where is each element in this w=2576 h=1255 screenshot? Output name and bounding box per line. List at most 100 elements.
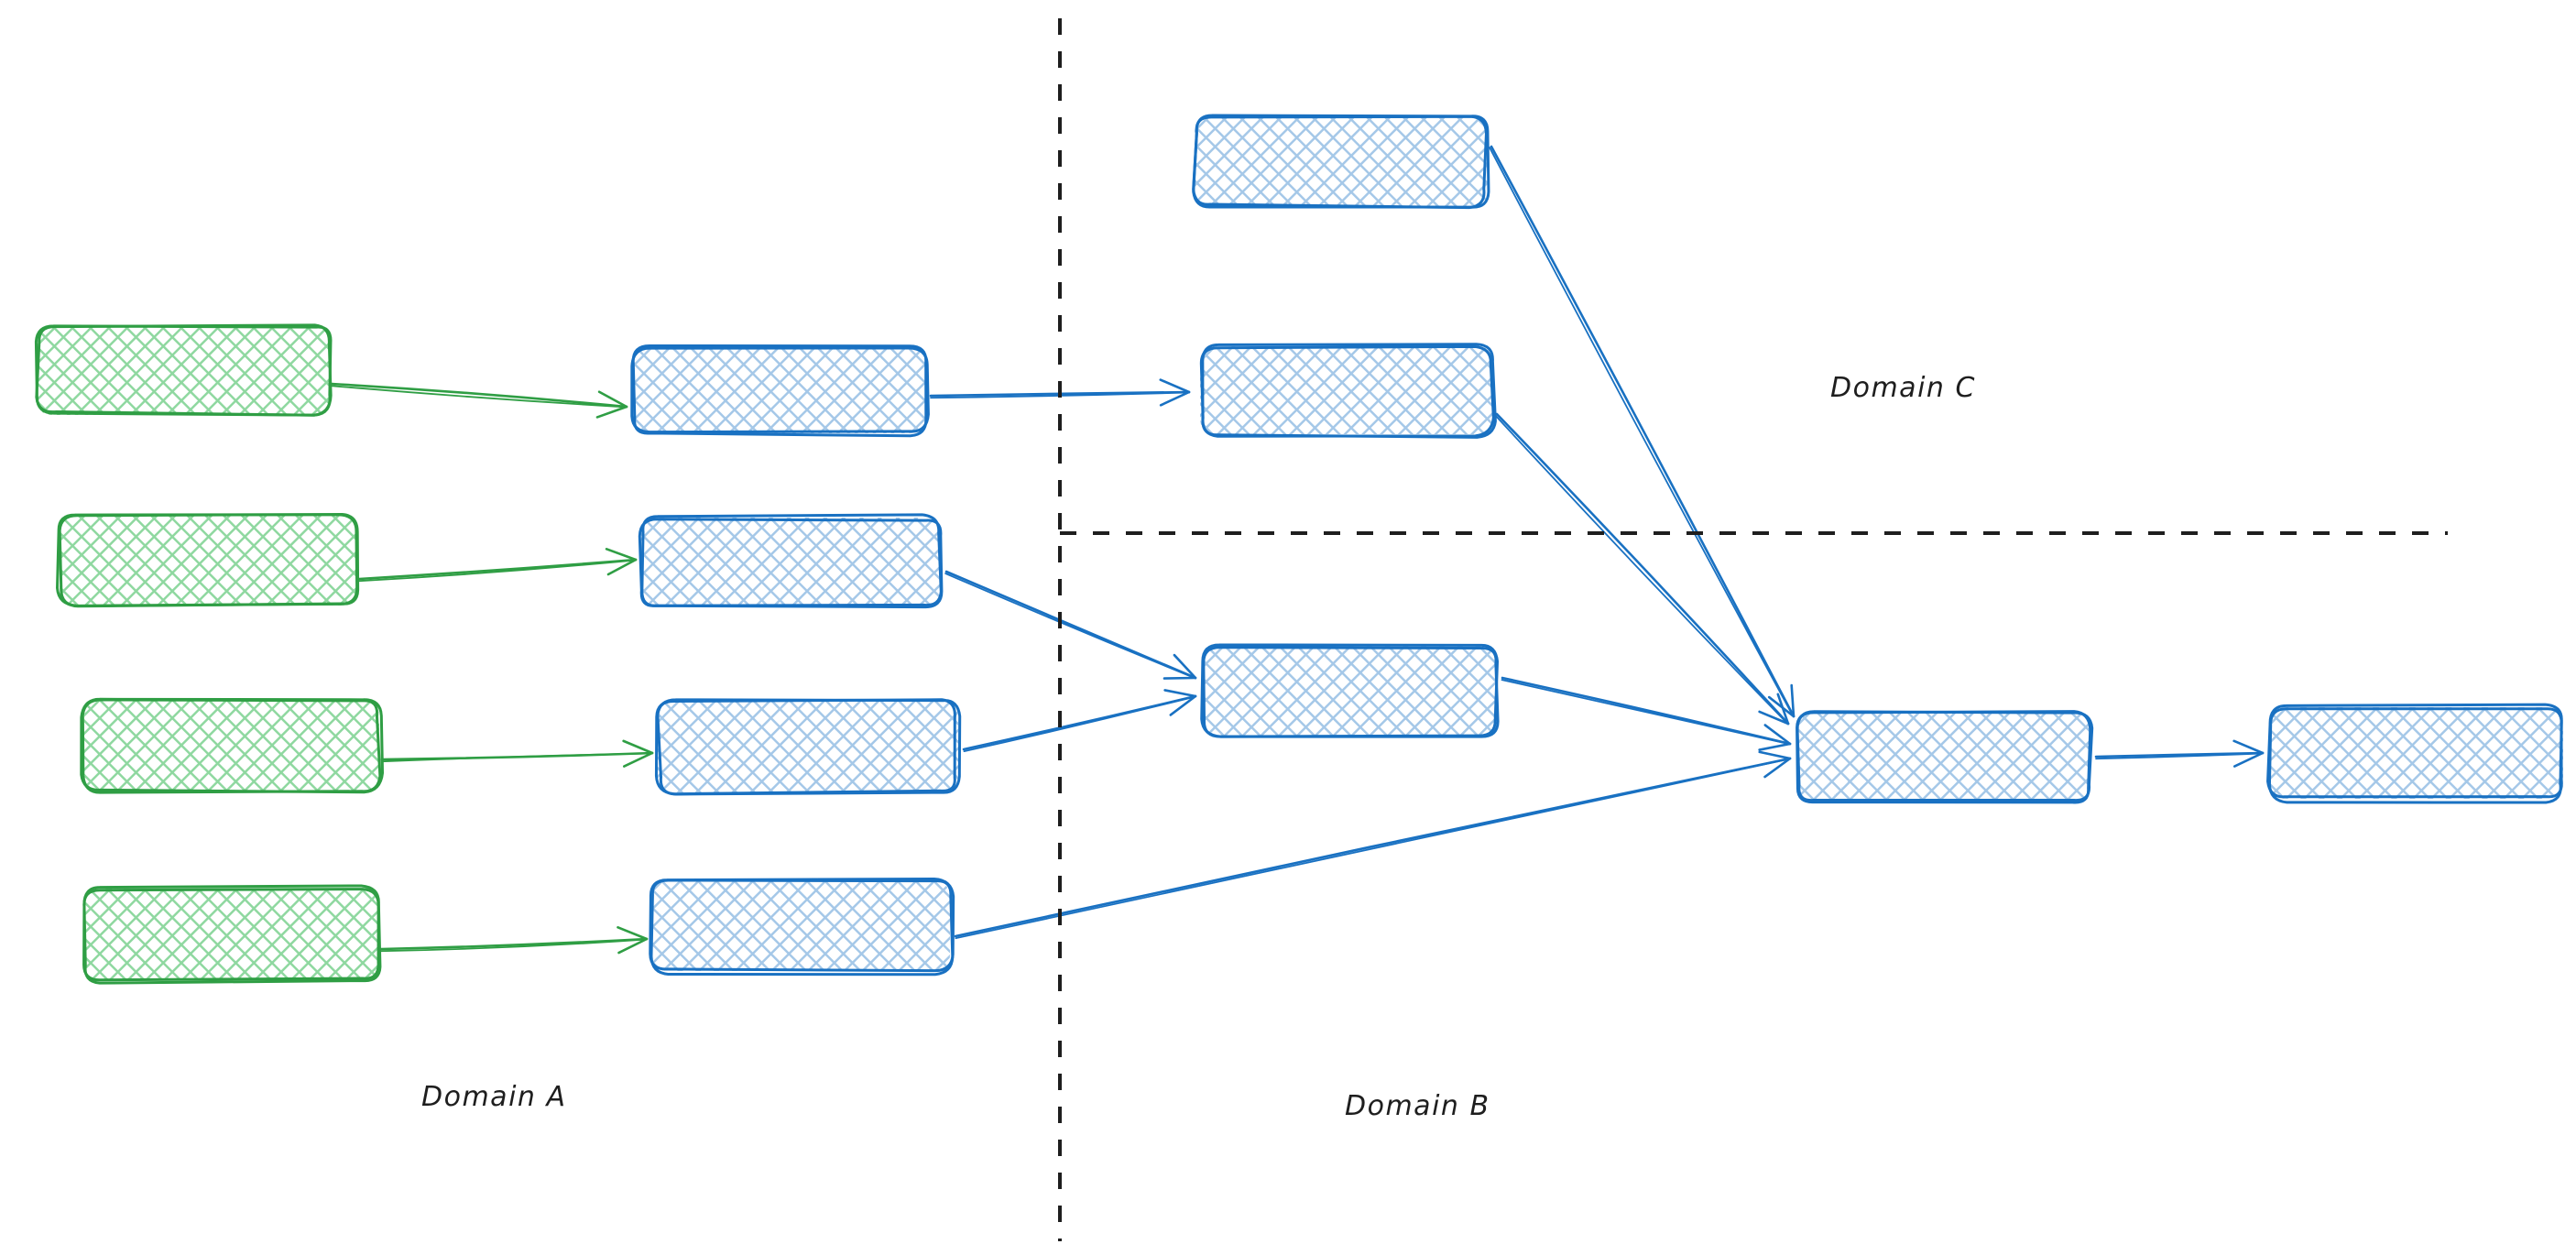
dividers-group <box>1058 18 2448 1241</box>
node-d1[interactable] <box>1796 710 2094 804</box>
edge-line <box>330 385 628 409</box>
node-b3[interactable] <box>654 698 962 796</box>
node-fill <box>84 701 379 792</box>
edge-edge-b2-c3 <box>944 570 1197 680</box>
arrowhead-stroke <box>1169 694 1197 716</box>
node-c1[interactable] <box>1192 114 1490 210</box>
arrowhead-stroke <box>1758 710 1790 726</box>
edge-line <box>944 570 1197 680</box>
node-fill <box>641 518 941 606</box>
node-fill <box>652 881 950 971</box>
arrowhead-stroke <box>617 926 649 941</box>
arrowhead-stroke <box>1159 390 1191 407</box>
edge-edge-b3-c3 <box>962 689 1197 753</box>
node-fill <box>85 889 378 980</box>
node-b4[interactable] <box>649 878 955 977</box>
arrowhead-stroke <box>617 937 649 955</box>
arrowhead-stroke <box>622 751 654 768</box>
edge-edge-a1-b1 <box>330 382 628 419</box>
node-outline <box>2266 703 2563 799</box>
edge-line <box>381 752 653 763</box>
edge-line <box>1501 676 1792 746</box>
edge-line <box>1489 147 1795 718</box>
edge-line <box>330 382 628 409</box>
edge-edge-b4-d1 <box>954 750 1792 940</box>
edge-edge-d1-e1 <box>2094 739 2265 768</box>
node-outline <box>654 698 956 796</box>
arrowhead-stroke <box>1776 693 1790 726</box>
node-outline <box>1192 114 1490 209</box>
edge-edge-c1-d1 <box>1489 145 1796 718</box>
node-outline <box>1199 344 1495 438</box>
nodes-group <box>34 114 2563 985</box>
edge-line <box>963 695 1196 753</box>
edges-group <box>330 145 2265 955</box>
arrowhead-stroke <box>606 558 638 576</box>
arrowhead-stroke <box>2232 739 2265 755</box>
arrowhead-stroke <box>1159 378 1191 394</box>
arrowhead-stroke <box>595 405 628 419</box>
node-outline <box>1796 710 2092 804</box>
domain-label-b: Domain B <box>1345 1090 1490 1122</box>
node-c2[interactable] <box>1199 343 1497 439</box>
node-a2[interactable] <box>56 513 360 608</box>
edge-edge-a3-b3 <box>380 739 654 768</box>
arrowhead-stroke <box>1163 689 1197 698</box>
edge-line <box>358 559 637 583</box>
node-e1[interactable] <box>2266 703 2563 804</box>
edge-edge-a2-b2 <box>357 548 638 583</box>
arrowhead-stroke <box>1790 683 1796 718</box>
domain-label-a: Domain A <box>421 1081 567 1113</box>
edge-line <box>1501 679 1791 746</box>
arrowhead-stroke <box>605 548 638 562</box>
node-a4[interactable] <box>82 884 382 985</box>
node-outline <box>638 518 944 609</box>
node-fill <box>60 516 357 606</box>
node-a1[interactable] <box>34 323 333 417</box>
node-fill <box>37 325 330 415</box>
arrowhead-stroke <box>1763 724 1792 746</box>
arrowhead-stroke <box>2232 751 2265 768</box>
node-fill <box>1203 646 1498 736</box>
node-fill <box>1797 713 2090 802</box>
edge-line <box>357 558 638 581</box>
node-c3[interactable] <box>1200 643 1500 738</box>
node-outline <box>630 346 930 434</box>
edge-line <box>380 938 648 953</box>
arrowhead-stroke <box>622 739 654 755</box>
arrowhead-stroke <box>1162 676 1197 680</box>
edge-line <box>1490 145 1796 718</box>
edge-line <box>955 758 1791 940</box>
node-fill <box>632 346 925 433</box>
node-b2[interactable] <box>638 513 944 609</box>
node-b1[interactable] <box>630 344 930 438</box>
edge-line <box>1495 412 1790 726</box>
node-outline <box>1200 643 1500 738</box>
node-outline <box>81 698 382 794</box>
arrowhead-stroke <box>1758 750 1792 760</box>
node-outline <box>56 513 359 607</box>
node-outline <box>82 884 382 985</box>
node-fill <box>1195 117 1488 207</box>
edge-edge-a4-b4 <box>379 926 649 955</box>
node-outline <box>649 878 955 977</box>
edge-line <box>954 757 1792 938</box>
node-fill <box>658 701 958 792</box>
edge-edge-c3-d1 <box>1501 676 1792 751</box>
node-fill <box>2270 707 2563 799</box>
arrowhead-stroke <box>597 390 628 409</box>
edge-line <box>379 937 649 951</box>
edge-line <box>1494 414 1789 726</box>
edge-edge-c2-d1 <box>1494 412 1790 726</box>
arrowhead-stroke <box>1763 757 1792 779</box>
edge-line <box>2095 752 2264 760</box>
domain-label-c: Domain C <box>1830 372 1976 404</box>
edge-line <box>962 694 1197 751</box>
node-fill <box>1200 346 1493 434</box>
arrowhead-stroke <box>1758 742 1792 751</box>
node-a3[interactable] <box>80 697 385 794</box>
arrowhead-stroke <box>1173 653 1197 680</box>
node-outline <box>34 324 333 417</box>
edge-line <box>944 573 1196 680</box>
